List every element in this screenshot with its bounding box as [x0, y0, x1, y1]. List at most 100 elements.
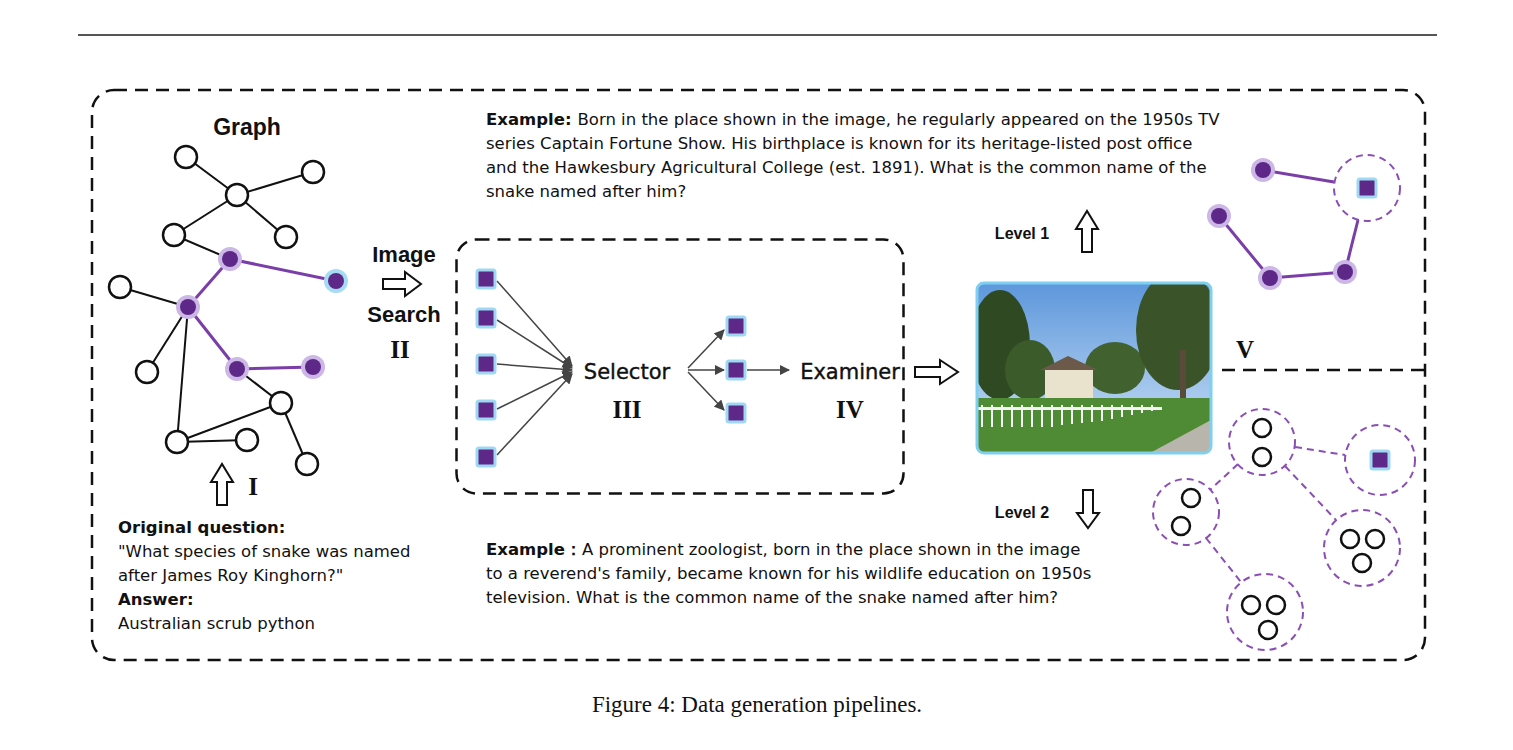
group-link [1210, 464, 1238, 490]
stage-name: Selector [584, 360, 670, 384]
fence-rail [977, 407, 1162, 410]
body-text: "What species of snake was named after J… [118, 540, 453, 588]
node-halo [176, 295, 200, 319]
header-rule [78, 34, 1437, 36]
graph-node [109, 276, 131, 298]
body-text: Born in the place shown in the image, he… [486, 110, 1220, 201]
path-edge [1219, 216, 1270, 278]
image-square [477, 309, 495, 327]
image-square [477, 270, 495, 288]
flow-arrow [747, 369, 789, 371]
down-arrow [1077, 490, 1099, 528]
graph-node [236, 429, 258, 451]
graph-node [166, 431, 188, 453]
graph-node [1353, 554, 1371, 572]
level1-graph [1219, 170, 1358, 278]
graph-nodes [109, 146, 324, 475]
path-edge [230, 259, 336, 281]
node-halo [1333, 260, 1357, 284]
path-node [229, 361, 245, 377]
flow-arrow [688, 372, 724, 410]
node-halo [324, 269, 348, 293]
flow-arrow [497, 320, 572, 368]
image-square [477, 355, 495, 373]
step-name: Search [367, 302, 440, 328]
pavilion-roof [1040, 356, 1098, 370]
graph-edges [120, 157, 313, 464]
end-node [328, 273, 344, 289]
node-halo [1258, 266, 1282, 290]
right-arrow [383, 272, 421, 296]
graph-node [270, 392, 292, 414]
level2-nodes [1172, 419, 1384, 639]
node-halo [301, 355, 325, 379]
divider [1222, 369, 1425, 372]
entity-group [1227, 574, 1303, 650]
group-link [1285, 466, 1336, 520]
graph-node [302, 161, 324, 183]
highlight-path [188, 259, 336, 369]
graph-node [1242, 596, 1260, 614]
step-number: III [612, 396, 641, 424]
graph-node [175, 146, 197, 168]
path-node [1337, 264, 1353, 280]
level-label: Level 2 [995, 504, 1049, 522]
image-square [727, 317, 745, 335]
figure-caption: Figure 4: Data generation pipelines. [592, 692, 922, 718]
graph-node [1253, 448, 1271, 466]
step-number: IV [836, 396, 864, 424]
photo [977, 283, 1211, 453]
step-number: V [1236, 336, 1254, 364]
step-name: Image [372, 242, 436, 268]
section-title: Graph [213, 114, 281, 141]
level2-graph [1153, 409, 1415, 650]
path-node [222, 251, 238, 267]
flow-arrows [497, 281, 789, 455]
entity-group [1324, 510, 1400, 586]
node-halo [218, 247, 242, 271]
stage-name: Examiner [800, 360, 900, 384]
field-heading: Original question: [118, 516, 453, 540]
example-text: Example:Born in the place shown in the i… [486, 108, 1228, 204]
graph-node [1341, 530, 1359, 548]
photo-frame [977, 283, 1211, 453]
graph-node [1259, 621, 1277, 639]
body-text: Australian scrub python [118, 612, 453, 636]
image-square [727, 361, 745, 379]
node-halo [1207, 204, 1231, 228]
tree [1136, 283, 1211, 390]
step-number: II [390, 336, 409, 364]
image-square [477, 401, 495, 419]
flow-arrow [497, 374, 572, 455]
graph-node [1366, 530, 1384, 548]
image-square [1371, 451, 1389, 469]
graph-node [275, 226, 297, 248]
path-node [180, 299, 196, 315]
block-arrows [211, 211, 1099, 528]
graph-node [1253, 419, 1271, 437]
path-node [305, 359, 321, 375]
flow-arrow [688, 369, 724, 371]
grass [977, 398, 1211, 453]
footpath [1150, 420, 1211, 453]
tree [1085, 342, 1145, 394]
node-halo [1251, 158, 1275, 182]
image-group [1334, 155, 1400, 221]
up-arrow [211, 464, 233, 505]
graph-node [1172, 517, 1190, 535]
group-link [1295, 447, 1345, 455]
group-link [1206, 538, 1241, 582]
path-node [1211, 208, 1227, 224]
right-arrow [915, 360, 958, 384]
image-square [727, 404, 745, 422]
pavilion [1045, 368, 1093, 398]
field-heading: Example: [486, 110, 572, 129]
field-heading: Answer: [118, 588, 453, 612]
node-halo [225, 357, 249, 381]
field-heading: Example： [486, 540, 582, 559]
dashed-border [457, 240, 904, 494]
level1-nodes [1207, 158, 1357, 290]
graph-node [1267, 596, 1285, 614]
fence-posts [982, 405, 1152, 427]
